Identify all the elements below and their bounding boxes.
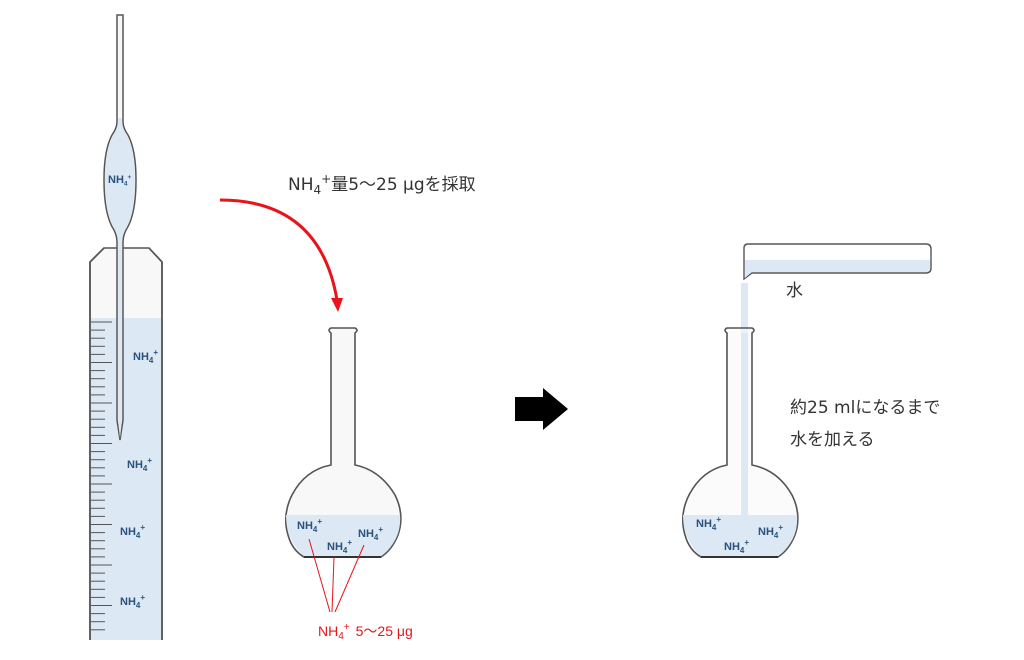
flask1-amount-label: NH4+5〜25 μg xyxy=(318,622,413,642)
instruction-line-2: 水を加える xyxy=(790,430,875,450)
volumetric-flask-2 xyxy=(681,327,799,558)
cylinder-scale-ticks xyxy=(91,321,112,631)
instruction-line-1: 約25 mlになるまで xyxy=(790,398,940,418)
transfer-arrow xyxy=(219,198,343,312)
water-label: 水 xyxy=(786,281,803,301)
nh4-ion-label: NH4+ xyxy=(327,538,352,555)
nh4-ion-label: NH4+ xyxy=(724,538,749,555)
nh4-ion-label: NH4+ xyxy=(120,523,145,540)
nh4-ion-label: NH4+ xyxy=(133,348,158,365)
nh4-ion-label: NH4+ xyxy=(127,456,152,473)
nh4-ion-label: NH4+ xyxy=(358,525,383,542)
graduated-cylinder xyxy=(89,247,163,640)
volumetric-flask-1 xyxy=(284,327,402,558)
nh4-ion-label: NH4+ xyxy=(758,523,783,540)
nh4-ion-label: NH4+ xyxy=(108,174,131,187)
pipette xyxy=(103,14,137,441)
nh4-ion-label: NH4+ xyxy=(696,515,721,532)
nh4-ion-label: NH4+ xyxy=(297,517,322,534)
flask1-pointer-lines xyxy=(308,538,365,613)
ion-labels: NH4+NH4+NH4+NH4+NH4+NH4+NH4+NH4+NH4+NH4+… xyxy=(108,174,783,610)
nh4-ion-label: NH4+ xyxy=(120,593,145,610)
step1-caption: NH4+量5〜25 μgを採取 xyxy=(288,172,476,197)
next-step-arrow xyxy=(515,388,568,430)
